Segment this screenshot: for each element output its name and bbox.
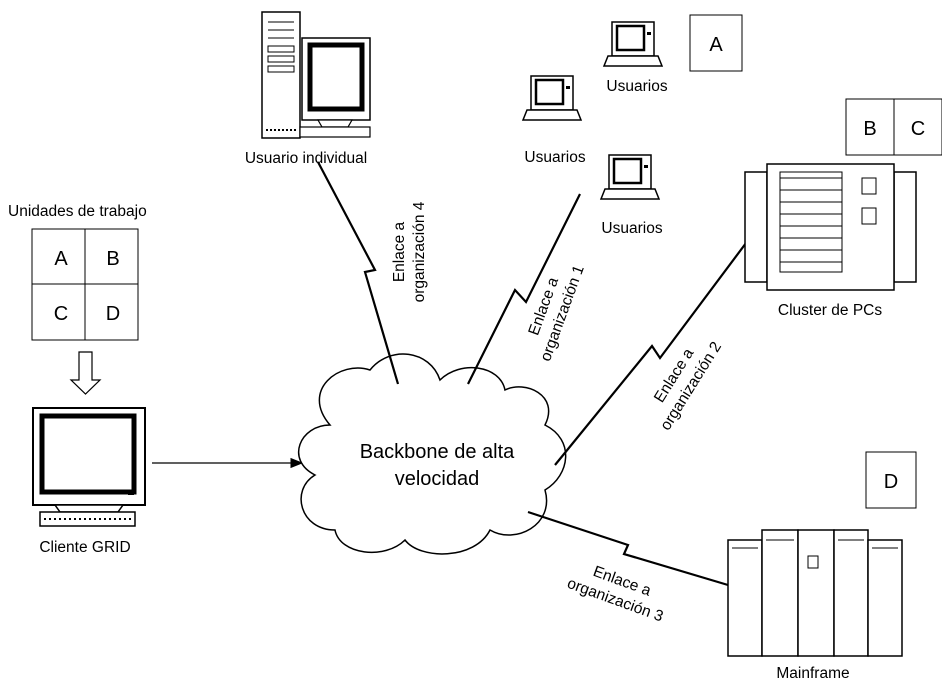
users-label-bottom: Usuarios: [601, 220, 662, 237]
mainframe-icon: [727, 529, 903, 657]
link-org4-label: Enlace a organización 4: [391, 201, 428, 302]
laptop-icon: [602, 20, 664, 68]
laptop-icon: [599, 153, 661, 201]
link-org4-line1: Enlace a: [391, 221, 408, 282]
backbone-label-line2: velocidad: [395, 468, 480, 490]
assigned-unit-a: A: [709, 34, 723, 56]
assigned-unit-box-bc: [845, 98, 942, 156]
work-unit-c: C: [54, 303, 68, 325]
cluster-label: Cluster de PCs: [778, 302, 882, 319]
link-org2-line: [554, 234, 753, 466]
hollow-down-arrow-icon: [69, 351, 102, 395]
assigned-unit-b: B: [863, 118, 876, 140]
users-label-top: Usuarios: [606, 78, 667, 95]
individual-user-label: Usuario individual: [245, 150, 367, 167]
link-org4-line: [317, 161, 400, 385]
link-org4-line2: organización 4: [411, 201, 428, 302]
work-unit-d: D: [106, 303, 120, 325]
assigned-unit-d: D: [884, 471, 898, 493]
laptop-icon: [521, 74, 583, 122]
backbone-label-line1: Backbone de alta: [360, 441, 515, 463]
link-org3-line: [527, 510, 729, 587]
assigned-unit-box-d: [865, 451, 917, 509]
work-unit-b: B: [106, 248, 119, 270]
link-org2-label: Enlace a organización 2: [651, 339, 725, 434]
users-label-left: Usuarios: [524, 149, 585, 166]
link-org3-label: Enlace a organización 3: [565, 563, 666, 625]
cluster-server-icon: [744, 163, 917, 291]
link-org1-line: [467, 193, 581, 385]
grid-client-label: Cliente GRID: [39, 539, 130, 556]
mainframe-label: Mainframe: [776, 665, 849, 682]
backbone-cloud: [297, 353, 567, 555]
work-unit-a: A: [54, 248, 68, 270]
link-org1-label: Enlace a organización 1: [525, 263, 587, 364]
grid-client-computer-icon: [32, 407, 146, 527]
work-units-grid: A B C D: [31, 228, 139, 341]
individual-user-computer-icon: [261, 11, 371, 139]
work-units-title: Unidades de trabajo: [8, 203, 147, 220]
assigned-unit-c: C: [911, 118, 925, 140]
assigned-unit-box-a: [689, 14, 743, 72]
